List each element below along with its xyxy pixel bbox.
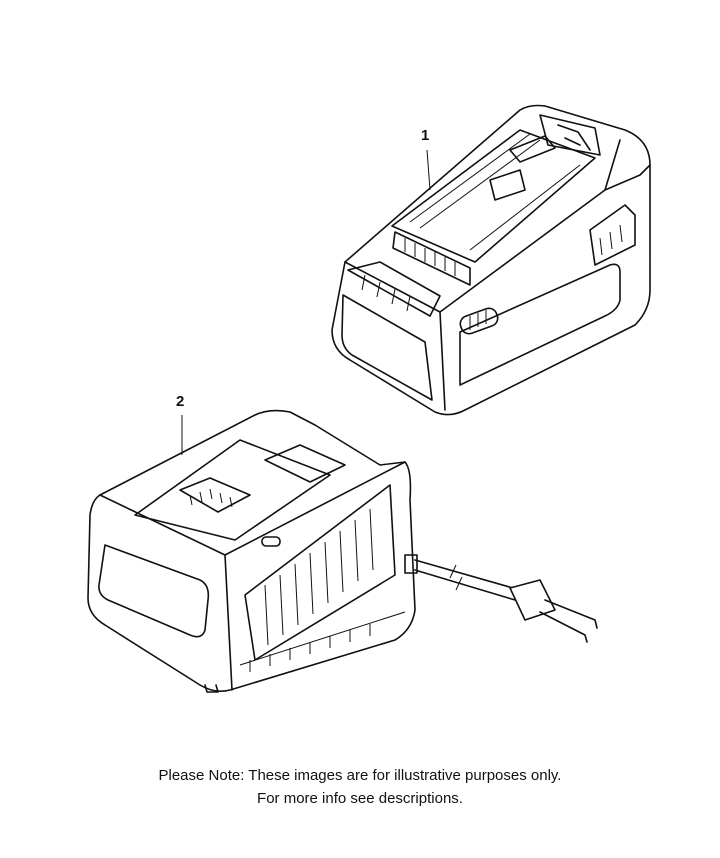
disclaimer-line-2: For more info see descriptions. — [257, 790, 463, 807]
callout-2: 2 — [176, 393, 185, 410]
disclaimer-line-1: Please Note: These images are for illust… — [158, 767, 562, 784]
callout-1: 1 — [421, 127, 430, 144]
battery-illustration — [331, 104, 651, 416]
charger-illustration — [87, 409, 598, 693]
